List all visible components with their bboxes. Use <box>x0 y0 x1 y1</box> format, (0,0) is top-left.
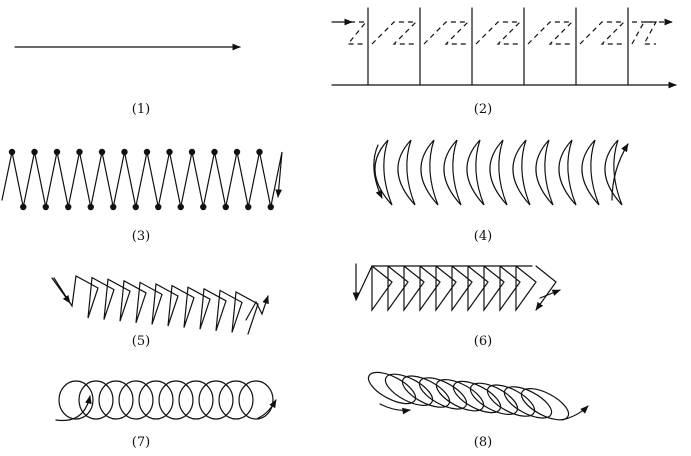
p3-dot <box>31 148 38 156</box>
p4-crescent <box>443 139 462 206</box>
p4-crescent <box>558 139 577 206</box>
p7-loop <box>198 380 234 420</box>
panel-5-triangle-chain-stroke <box>51 275 269 335</box>
caption-1: (1) <box>132 102 150 117</box>
p3-dot <box>87 203 94 211</box>
p4-crescent <box>420 139 439 206</box>
p3-dot <box>8 148 16 156</box>
p4-crescent <box>489 139 508 206</box>
p3-dot <box>155 203 162 211</box>
p8-start-arrow <box>379 403 411 415</box>
p5-end-arrow <box>245 295 269 321</box>
caption-8: (8) <box>474 435 492 450</box>
panel-8-elliptical-loop-stroke <box>367 371 589 421</box>
p7-loop <box>78 380 114 420</box>
p7-end-arrow <box>257 399 277 419</box>
p4-crescent <box>466 139 485 206</box>
p3-dot <box>267 203 274 211</box>
caption-3: (3) <box>132 229 150 244</box>
p3-dot <box>200 203 207 211</box>
p8-loop <box>401 375 451 408</box>
p7-loop <box>218 380 254 420</box>
p8-loop <box>452 380 502 414</box>
p8-loop <box>384 373 434 406</box>
p3-dot <box>20 203 27 211</box>
caption-7: (7) <box>132 435 150 450</box>
p8-loop <box>486 384 536 417</box>
p7-loop <box>98 380 134 420</box>
p7-loop <box>238 380 274 420</box>
p7-loop <box>178 380 214 420</box>
p7-start-arrow <box>55 395 92 422</box>
p8-end-arrow <box>561 405 589 421</box>
p3-dot <box>256 148 263 156</box>
p3-dot <box>121 148 128 156</box>
p4-crescent <box>512 139 531 206</box>
panel-6-upright-triangle-stroke <box>352 263 561 312</box>
p3-dot <box>98 148 106 156</box>
p7-loop <box>118 380 154 420</box>
p6-triangle-chain <box>355 265 537 312</box>
p3-zigzag <box>1 151 283 208</box>
p3-dot <box>222 203 229 211</box>
p4-crescent <box>374 139 393 206</box>
p3-dot <box>166 148 173 156</box>
p3-dot <box>211 148 218 156</box>
p5-triangle-chain <box>53 275 259 335</box>
p8-loop <box>520 388 570 421</box>
p8-loop <box>418 377 468 410</box>
p3-dot <box>132 203 139 211</box>
p3-dot <box>188 148 196 156</box>
caption-6: (6) <box>474 334 492 349</box>
p8-loop <box>435 379 485 412</box>
p4-start-arrow <box>373 144 383 199</box>
panel-2-stepped-stroke <box>331 7 677 89</box>
p3-dot <box>233 148 241 156</box>
p4-crescent <box>604 139 623 206</box>
p8-loop <box>367 371 417 405</box>
p2-dashed-zigzag <box>346 21 658 45</box>
p3-dot <box>42 203 49 211</box>
p3-dot <box>76 148 83 156</box>
caption-5: (5) <box>132 334 150 349</box>
p4-crescent <box>581 139 600 206</box>
p7-loop <box>138 380 174 420</box>
p3-dot <box>177 203 184 211</box>
p3-dot <box>110 203 117 211</box>
p8-loop <box>469 382 519 415</box>
p8-loop <box>503 386 553 419</box>
p3-dot <box>143 148 151 156</box>
panel-7-circular-loop-stroke <box>55 380 277 422</box>
p6-end-arrow <box>539 289 561 299</box>
p4-end-arrow <box>611 143 629 201</box>
p3-dot <box>53 148 61 156</box>
p5-start-arrow <box>51 277 71 304</box>
caption-4: (4) <box>474 229 492 244</box>
panel-3-zigzag-dotted-stroke <box>1 148 283 211</box>
p7-loop <box>58 380 94 420</box>
p4-crescent <box>397 139 416 206</box>
p3-dot <box>65 203 72 211</box>
p4-crescent <box>535 139 554 206</box>
p3-dot <box>245 203 252 211</box>
p6-tail <box>535 265 557 311</box>
caption-2: (2) <box>474 102 492 117</box>
panel-4-crescent-stroke <box>373 139 629 206</box>
p7-loop <box>158 380 194 420</box>
